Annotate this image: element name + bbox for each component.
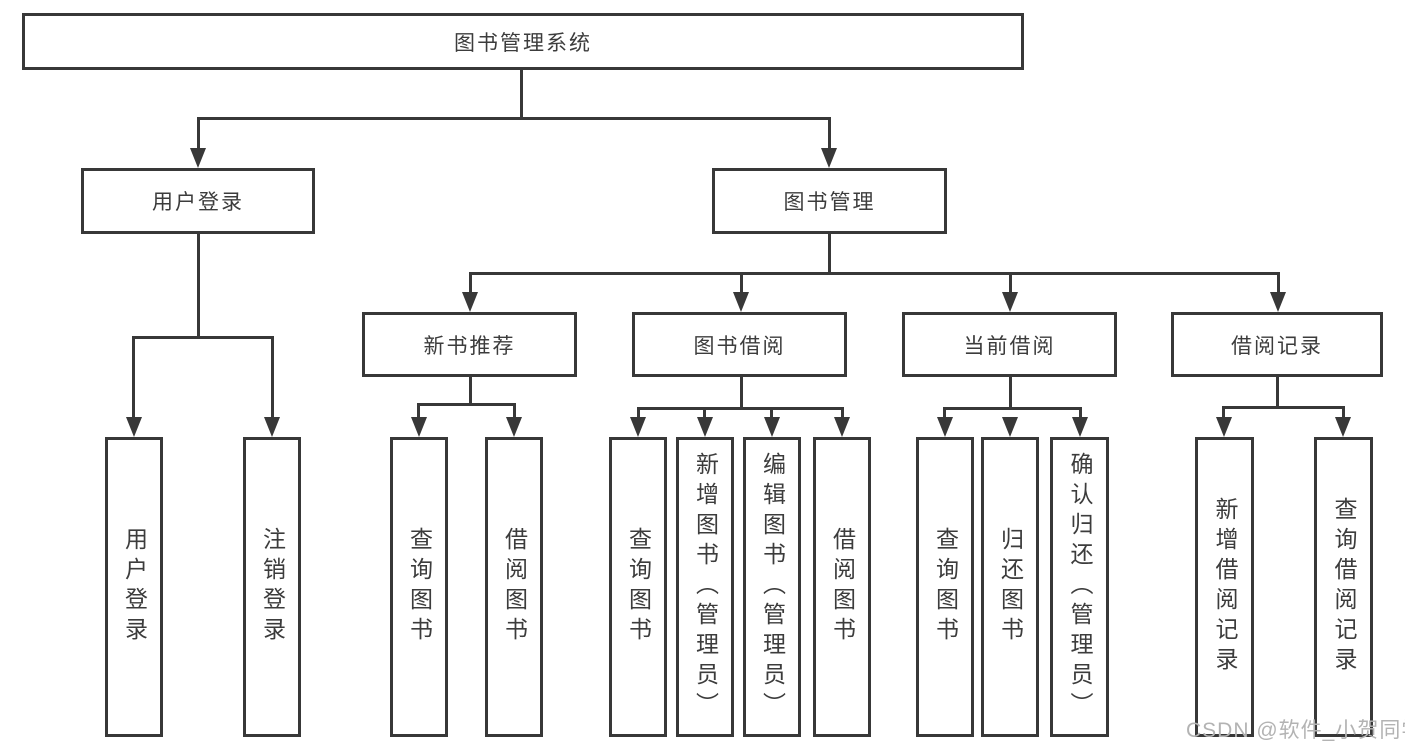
arrow-down-icon xyxy=(1002,292,1018,312)
leaf-logout: 注销登录 xyxy=(243,437,301,737)
connector-root-stub xyxy=(520,70,523,119)
node-book-management: 图书管理 xyxy=(712,168,947,234)
node-label: 当前借阅 xyxy=(963,334,1056,358)
arrow-down-icon xyxy=(821,148,837,168)
node-label: 注销登录 xyxy=(259,527,286,647)
node-label: 查询图书 xyxy=(932,527,959,647)
arrow-down-icon xyxy=(1335,417,1351,437)
connector-book-borrowing-splitter xyxy=(637,407,844,410)
connector-user-login-splitter xyxy=(132,336,274,339)
node-label: 借阅图书 xyxy=(501,527,528,647)
connector-new-book-stub xyxy=(469,377,472,406)
node-label: 借阅记录 xyxy=(1231,334,1323,358)
connector-user-login-drop xyxy=(197,117,200,150)
connector-leaf-drop xyxy=(770,407,773,419)
arrow-down-icon xyxy=(411,417,427,437)
arrow-down-icon xyxy=(1216,417,1232,437)
node-label: 新书推荐 xyxy=(423,334,516,358)
connector-leaf-drop xyxy=(1009,272,1012,294)
connector-borrowing-records-splitter xyxy=(1222,406,1345,409)
leaf-bb-edit-book-admin: 编辑图书（管理员） xyxy=(743,437,801,737)
leaf-bb-add-book-admin: 新增图书（管理员） xyxy=(676,437,734,737)
node-label: 查询图书 xyxy=(625,527,652,647)
leaf-bb-borrow-books: 借阅图书 xyxy=(813,437,871,737)
leaf-cb-confirm-return-admin: 确认归还（管理员） xyxy=(1050,437,1109,737)
node-label: 图书借阅 xyxy=(693,334,786,358)
leaf-nb-query-books: 查询图书 xyxy=(390,437,448,737)
node-label: 用户登录 xyxy=(152,191,244,214)
leaf-cb-query-books: 查询图书 xyxy=(916,437,974,737)
connector-leaf-drop xyxy=(417,403,420,419)
arrow-down-icon xyxy=(190,148,206,168)
connector-leaf-drop xyxy=(513,403,516,419)
connector-leaf-drop xyxy=(132,336,135,419)
node-library-management-system: 图书管理系统 xyxy=(22,13,1024,70)
node-label: 编辑图书（管理员） xyxy=(759,452,786,722)
node-label: 归还图书 xyxy=(997,527,1024,647)
connector-user-login-stub xyxy=(197,234,200,339)
arrow-down-icon xyxy=(1072,417,1088,437)
leaf-cb-return-books: 归还图书 xyxy=(981,437,1039,737)
node-label: 用户登录 xyxy=(121,527,148,647)
node-new-book-recommendation: 新书推荐 xyxy=(362,312,577,377)
connector-leaf-drop xyxy=(1342,406,1345,419)
connector-level3-splitter xyxy=(469,272,1280,275)
node-current-borrowing: 当前借阅 xyxy=(902,312,1117,377)
node-label: 新增图书（管理员） xyxy=(692,452,719,722)
leaf-user-login: 用户登录 xyxy=(105,437,163,737)
connector-current-borrowing-stub xyxy=(1009,377,1012,410)
connector-borrowing-records-stub xyxy=(1276,377,1279,409)
connector-current-borrowing-splitter xyxy=(943,407,1082,410)
node-label: 查询图书 xyxy=(406,527,433,647)
connector-level2-splitter xyxy=(197,117,831,120)
arrow-down-icon xyxy=(733,292,749,312)
leaf-bb-query-books: 查询图书 xyxy=(609,437,667,737)
connector-leaf-drop xyxy=(637,407,640,419)
leaf-br-query-borrow-record: 查询借阅记录 xyxy=(1314,437,1373,737)
arrow-down-icon xyxy=(126,417,142,437)
leaf-nb-borrow-books: 借阅图书 xyxy=(485,437,543,737)
node-label: 查询借阅记录 xyxy=(1331,497,1357,677)
arrow-down-icon xyxy=(764,417,780,437)
node-label: 新增借阅记录 xyxy=(1212,497,1238,677)
connector-leaf-drop xyxy=(1079,407,1082,419)
arrow-down-icon xyxy=(506,417,522,437)
leaf-br-add-borrow-record: 新增借阅记录 xyxy=(1195,437,1254,737)
node-user-login: 用户登录 xyxy=(81,168,315,234)
connector-leaf-drop xyxy=(1277,272,1280,294)
csdn-watermark: CSDN @软件_小贺同学 xyxy=(1186,719,1405,742)
connector-leaf-drop xyxy=(703,407,706,419)
connector-leaf-drop xyxy=(469,272,472,294)
connector-new-book-splitter xyxy=(417,403,516,406)
connector-book-borrowing-stub xyxy=(740,377,743,410)
arrow-down-icon xyxy=(937,417,953,437)
arrow-down-icon xyxy=(264,417,280,437)
connector-leaf-drop xyxy=(1222,406,1225,419)
arrow-down-icon xyxy=(1270,292,1286,312)
connector-leaf-drop xyxy=(740,272,743,294)
connector-leaf-drop xyxy=(841,407,844,419)
connector-leaf-drop xyxy=(943,407,946,419)
node-label: 图书管理系统 xyxy=(454,31,592,55)
arrow-down-icon xyxy=(697,417,713,437)
node-borrowing-records: 借阅记录 xyxy=(1171,312,1383,377)
connector-leaf-drop xyxy=(271,336,274,419)
connector-book-management-stub xyxy=(828,234,831,275)
node-book-borrowing: 图书借阅 xyxy=(632,312,847,377)
arrow-down-icon xyxy=(1002,417,1018,437)
arrow-down-icon xyxy=(834,417,850,437)
node-label: 图书管理 xyxy=(783,191,876,214)
arrow-down-icon xyxy=(630,417,646,437)
arrow-down-icon xyxy=(462,292,478,312)
node-label: 确认归还（管理员） xyxy=(1067,452,1093,722)
node-label: 借阅图书 xyxy=(829,527,856,647)
connector-book-management-drop xyxy=(828,117,831,150)
